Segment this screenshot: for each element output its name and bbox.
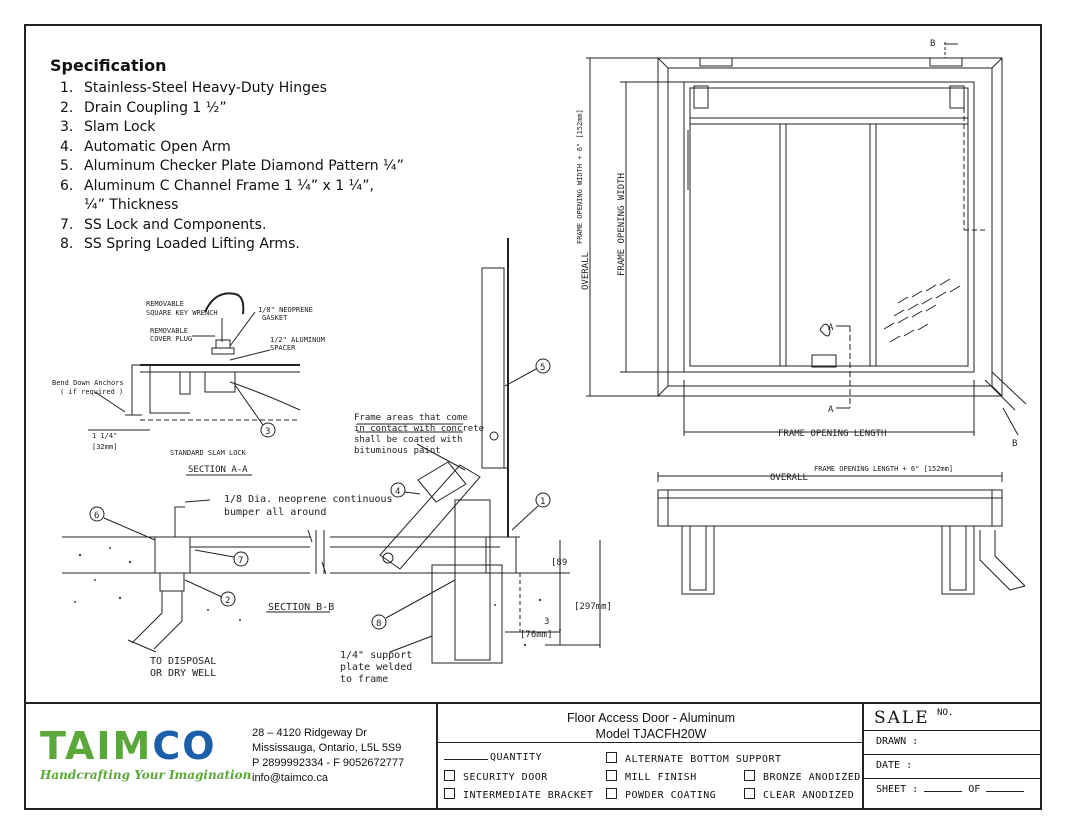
svg-text:to frame: to frame <box>340 674 388 685</box>
checkbox[interactable] <box>444 788 455 799</box>
divider <box>864 778 1042 779</box>
svg-text:5: 5 <box>540 363 545 373</box>
company-address: 28 – 4120 Ridgeway Dr Mississauga, Ontar… <box>252 727 405 784</box>
svg-text:SPACER: SPACER <box>270 344 296 352</box>
svg-text:1/2" ALUMINUM: 1/2" ALUMINUM <box>270 336 325 344</box>
spec-item: 6.Aluminum C Channel Frame 1 ¼” x 1 ¼”, … <box>60 177 374 214</box>
clear-anodized-option[interactable]: CLEAR ANODIZED <box>744 788 854 801</box>
spec-item: 7.SS Lock and Components. <box>60 216 267 233</box>
svg-text:TO DISPOSAL: TO DISPOSAL <box>150 656 216 667</box>
divider <box>864 730 1042 731</box>
svg-text:FRAME OPENING WIDTH: FRAME OPENING WIDTH <box>617 173 627 276</box>
svg-text:B: B <box>1012 439 1017 449</box>
svg-text:OR DRY WELL: OR DRY WELL <box>150 668 216 679</box>
specification-heading: Specification <box>50 56 167 75</box>
checkbox[interactable] <box>744 770 755 781</box>
svg-text:FRAME OPENING WIDTH + 6" [152m: FRAME OPENING WIDTH + 6" [152mm] <box>576 109 584 244</box>
alternate-bottom-option[interactable]: ALTERNATE BOTTOM SUPPORT <box>606 752 782 765</box>
svg-text:SECTION A-A: SECTION A-A <box>188 465 248 475</box>
svg-text:FRAME OPENING LENGTH: FRAME OPENING LENGTH <box>778 429 886 439</box>
svg-text:( if required ): ( if required ) <box>60 388 123 396</box>
svg-text:shall be coated with: shall be coated with <box>354 435 462 445</box>
svg-text:2: 2 <box>225 596 230 606</box>
divider <box>864 754 1042 755</box>
spec-item: 4.Automatic Open Arm <box>60 138 231 155</box>
logo-tagline: Handcrafting Your Imagination <box>40 768 252 782</box>
checkbox[interactable] <box>606 752 617 763</box>
svg-text:SQUARE KEY WRENCH: SQUARE KEY WRENCH <box>146 309 218 317</box>
specification-block: Specification 1.Stainless-Steel Heavy-Du… <box>50 56 414 255</box>
svg-text:1/8 Dia. neoprene continuous: 1/8 Dia. neoprene continuous <box>224 494 393 505</box>
technical-drawing: REMOVABLE SQUARE KEY WRENCH REMOVABLE CO… <box>52 39 1027 685</box>
svg-text:A: A <box>828 323 834 333</box>
svg-text:1/4" support: 1/4" support <box>340 650 412 661</box>
sale-number: SALE NO. <box>874 708 954 728</box>
svg-text:B: B <box>930 39 935 49</box>
mill-finish-option[interactable]: MILL FINISH <box>606 770 697 783</box>
svg-text:STANDARD SLAM LOCK: STANDARD SLAM LOCK <box>170 449 247 457</box>
callout-3-circle <box>260 422 276 438</box>
divider <box>862 704 864 810</box>
svg-text:3: 3 <box>265 427 270 437</box>
svg-text:GASKET: GASKET <box>262 314 288 322</box>
svg-text:SECTION B-B: SECTION B-B <box>268 602 334 613</box>
checkbox[interactable] <box>606 788 617 799</box>
svg-text:bituminous paint: bituminous paint <box>354 446 441 456</box>
svg-text:Bend Down Anchors: Bend Down Anchors <box>52 379 124 387</box>
taimco-logo: TAIMCO Handcrafting Your Imagination <box>40 726 251 782</box>
checkbox[interactable] <box>606 770 617 781</box>
svg-text:OVERALL: OVERALL <box>581 252 591 290</box>
security-door-option[interactable]: SECURITY DOOR <box>444 770 548 783</box>
bronze-anodized-option[interactable]: BRONZE ANODIZED <box>744 770 861 783</box>
specification-list: 1.Stainless-Steel Heavy-Duty Hinges 2.Dr… <box>50 79 414 255</box>
svg-text:1/8" NEOPRENE: 1/8" NEOPRENE <box>258 306 313 314</box>
svg-text:[76mm]: [76mm] <box>520 630 553 640</box>
spec-item: 2.Drain Coupling 1 ½” <box>60 99 227 116</box>
svg-text:FRAME OPENING LENGTH + 6" [152: FRAME OPENING LENGTH + 6" [152mm] <box>814 465 953 473</box>
logo-word: TAIMCO <box>40 724 217 768</box>
svg-text:4: 4 <box>395 487 400 497</box>
elevation-view <box>657 472 1026 595</box>
svg-text:1: 1 <box>540 497 545 507</box>
sheet-field[interactable]: SHEET : OF <box>876 784 1025 795</box>
spec-item: 8.SS Spring Loaded Lifting Arms. <box>60 236 300 252</box>
divider <box>438 742 862 743</box>
svg-text:COVER PLUG: COVER PLUG <box>150 335 192 343</box>
svg-text:plate welded: plate welded <box>340 662 412 673</box>
quantity-field[interactable]: QUANTITY <box>444 752 542 763</box>
section-b-b-detail <box>62 238 601 664</box>
title-block: TAIMCO Handcrafting Your Imagination 28 … <box>24 702 1042 812</box>
svg-text:1 1/4": 1 1/4" <box>92 432 117 440</box>
drawing-title: Floor Access Door - Aluminum Model TJACF… <box>566 711 736 741</box>
checkbox[interactable] <box>444 770 455 781</box>
intermediate-bracket-option[interactable]: INTERMEDIATE BRACKET <box>444 788 593 801</box>
plan-view <box>586 42 1027 436</box>
svg-text:bumper all around: bumper all around <box>224 507 326 518</box>
spec-item: 5.Aluminum Checker Plate Diamond Pattern… <box>60 158 404 174</box>
svg-text:3: 3 <box>544 617 549 627</box>
svg-text:REMOVABLE: REMOVABLE <box>150 327 188 335</box>
svg-text:[32mm]: [32mm] <box>92 443 117 451</box>
svg-text:A: A <box>828 405 834 415</box>
date-field[interactable]: DATE : <box>876 760 913 771</box>
spec-item: 3.Slam Lock <box>60 119 156 135</box>
svg-text:in contact with concrete: in contact with concrete <box>354 424 484 434</box>
svg-text:[89: [89 <box>551 558 567 568</box>
svg-text:7: 7 <box>238 556 243 566</box>
svg-text:REMOVABLE: REMOVABLE <box>146 300 184 308</box>
svg-text:8: 8 <box>376 619 381 629</box>
svg-text:OVERALL: OVERALL <box>770 473 808 483</box>
svg-text:6: 6 <box>94 511 99 521</box>
spec-item: 1.Stainless-Steel Heavy-Duty Hinges <box>60 80 327 96</box>
drawn-field[interactable]: DRAWN : <box>876 736 919 747</box>
checkbox[interactable] <box>744 788 755 799</box>
drawing-sheet-border <box>24 24 1042 810</box>
section-a-a-detail <box>88 292 301 438</box>
powder-coating-option[interactable]: POWDER COATING <box>606 788 716 801</box>
svg-text:[297mm]: [297mm] <box>574 602 612 612</box>
svg-text:Frame areas that come: Frame areas that come <box>354 413 468 423</box>
divider <box>436 704 438 810</box>
